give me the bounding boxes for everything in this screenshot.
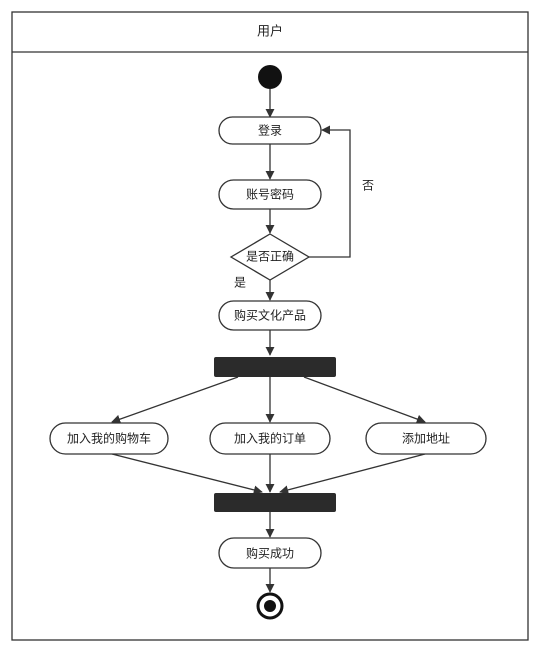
edge-cart-join — [111, 453, 263, 495]
activity-login: 登录 — [218, 116, 322, 145]
decision-diamond — [229, 233, 311, 281]
activity-add-address: 添加地址 — [365, 422, 487, 455]
activity-add-address-box — [365, 422, 487, 455]
guard-yes-label: 是 — [234, 276, 246, 290]
activity-add-order-label: 加入我的订单 — [234, 431, 306, 446]
activity-add-order-box — [209, 422, 331, 455]
activity-add-address-label: 添加地址 — [402, 432, 450, 446]
activity-add-order: 加入我的订单 — [209, 422, 331, 455]
activity-login-box — [218, 116, 322, 145]
activity-add-cart-box — [49, 422, 169, 455]
activity-add-cart-label: 加入我的购物车 — [67, 431, 151, 446]
activity-buy-products-label: 购买文化产品 — [234, 308, 306, 323]
edge-fork-cart — [111, 376, 239, 424]
end-node — [256, 592, 284, 620]
edge-address-join — [279, 453, 426, 495]
activity-account-password-box — [218, 179, 322, 210]
edge-fork-address — [303, 376, 426, 424]
activity-purchase-success-box — [218, 537, 322, 569]
edges — [111, 89, 426, 593]
decision-node: 是否正确 — [229, 233, 311, 281]
start-node — [258, 65, 282, 89]
activity-purchase-success-label: 购买成功 — [246, 546, 294, 561]
decision-label: 是否正确 — [246, 250, 294, 264]
activity-add-cart: 加入我的购物车 — [49, 422, 169, 455]
activity-buy-products: 购买文化产品 — [218, 300, 322, 331]
join-bar — [214, 493, 336, 512]
fork-bar — [214, 357, 336, 377]
end-node-inner-dot — [264, 600, 276, 612]
activity-buy-products-box — [218, 300, 322, 331]
edge-decision-no-login — [309, 125, 351, 258]
activity-purchase-success: 购买成功 — [218, 537, 322, 569]
activity-login-label: 登录 — [258, 123, 282, 138]
activity-account-password: 账号密码 — [218, 179, 322, 210]
guard-no-label: 否 — [362, 179, 374, 193]
activity-account-password-label: 账号密码 — [246, 187, 294, 202]
swimlane-title: 用户 — [257, 24, 283, 40]
